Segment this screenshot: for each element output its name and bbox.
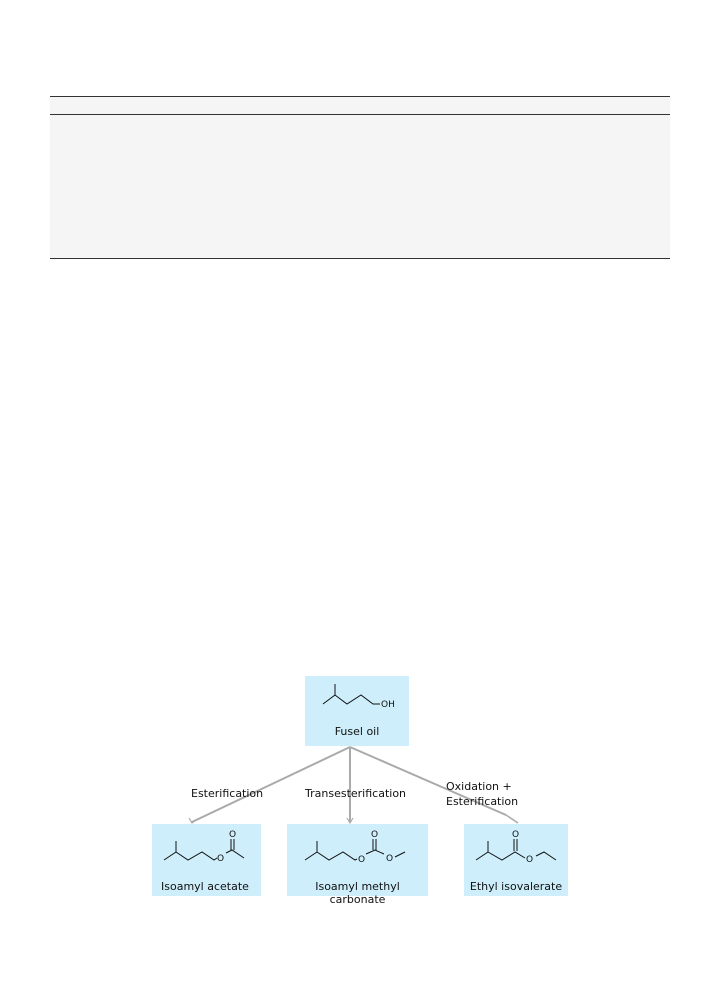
- edge-label-oxidation-line1: Oxidation +: [446, 780, 512, 793]
- edge-line-esterification: [191, 746, 351, 823]
- isoamyl-acetate-label: Isoamyl acetate: [161, 880, 249, 893]
- isoamyl-acetate-node: O O Isoamyl acetate: [152, 824, 261, 896]
- isoamyl-methyl-carbonate-structure: O O O: [304, 830, 406, 865]
- isoamyl-methyl-carbonate-node: O O O Isoamyl methyl carbonate: [287, 824, 428, 906]
- ethyl-isovalerate-label: Ethyl isovalerate: [469, 880, 563, 893]
- isoamyl-methyl-carbonate-label: Isoamyl methyl carbonate: [315, 880, 400, 906]
- carbonyl-oxygen-label: O: [512, 830, 519, 840]
- edge-line-oxidation: [349, 746, 507, 816]
- edge-label-esterification: Esterification: [191, 787, 264, 800]
- carbonate-oxygen2-label: O: [386, 854, 393, 864]
- carbonyl-oxygen-label: O: [371, 830, 378, 840]
- ethyl-isovalerate-node: O O Ethyl isovalerate: [464, 824, 568, 896]
- ethyl-isovalerate-structure: O O: [475, 830, 557, 865]
- isoamyl-acetate-structure: O O: [163, 830, 245, 864]
- edge-label-oxidation-line2: Esterification: [446, 795, 519, 808]
- edge-label-transesterification: Transesterification: [305, 787, 407, 800]
- ester-oxygen-label: O: [217, 854, 224, 864]
- ester-oxygen-label: O: [526, 855, 533, 865]
- edge-arrow-oxidation: [505, 814, 519, 824]
- hydroxyl-label: OH: [381, 700, 395, 710]
- fusel-oil-node: OH Fusel oil: [305, 676, 409, 746]
- arrowhead-transesterification: [346, 817, 354, 825]
- fusel-oil-structure: OH: [322, 684, 395, 710]
- table-frame: [50, 96, 670, 259]
- carbonyl-oxygen-label: O: [229, 830, 236, 840]
- table-header-rule: [50, 114, 670, 115]
- carbonate-oxygen1-label: O: [358, 855, 365, 865]
- arrowhead-esterification: [188, 817, 197, 824]
- fusel-oil-label: Fusel oil: [334, 725, 380, 738]
